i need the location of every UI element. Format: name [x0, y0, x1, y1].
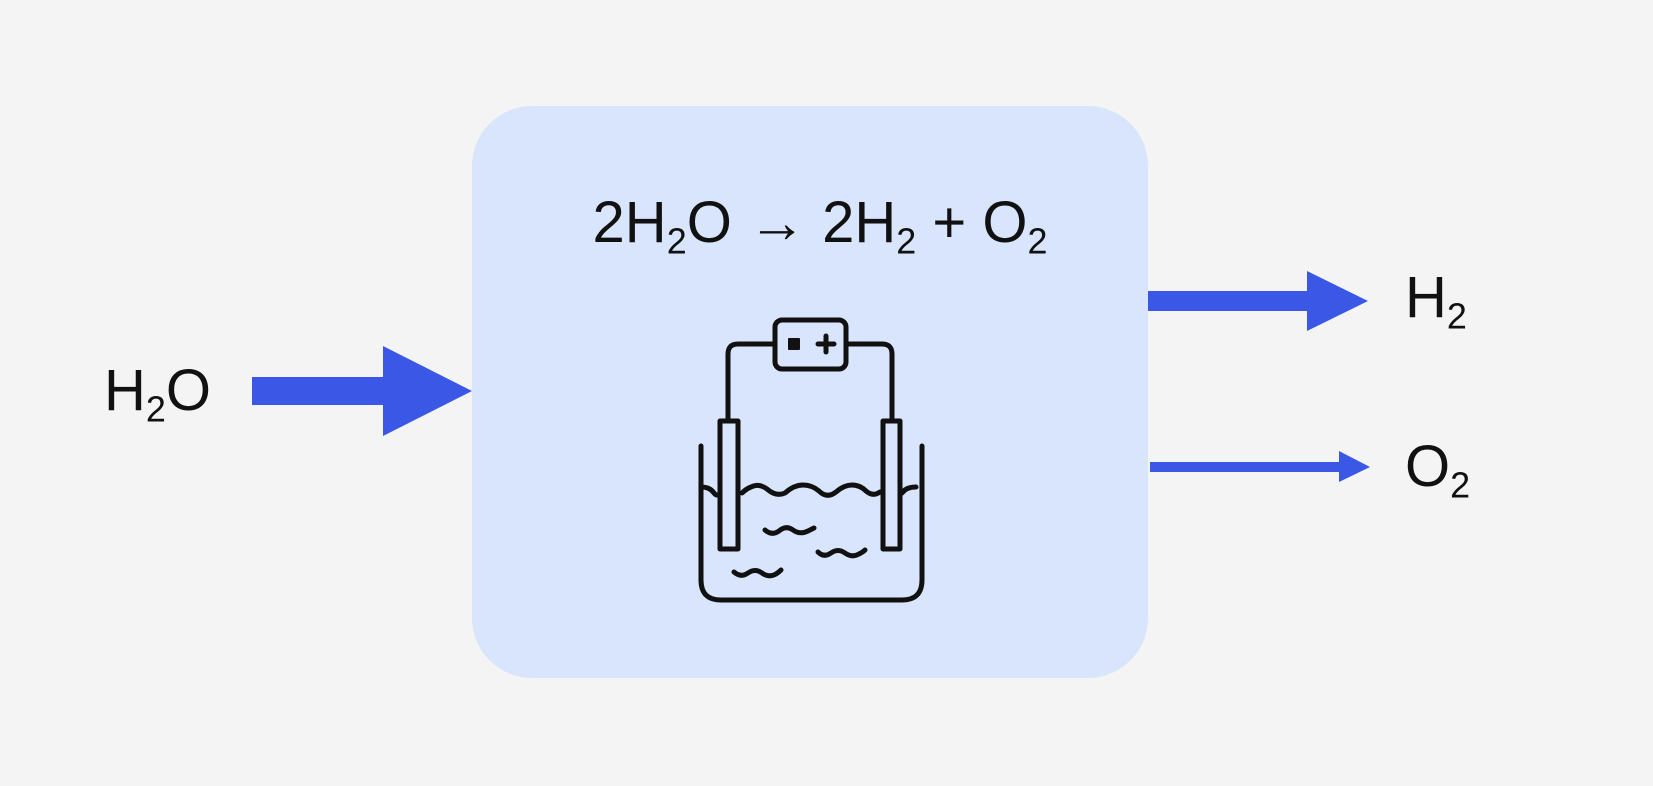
input-arrow	[252, 346, 472, 436]
lhs-element-o: O	[686, 190, 732, 255]
rhs2-element-o: O	[982, 190, 1028, 255]
water-surface-middle	[739, 482, 883, 498]
rhs1-coefficient: 2	[822, 190, 855, 255]
output-species-hydrogen: H2	[1405, 263, 1467, 334]
bubble-wave-3	[731, 567, 784, 579]
right-electrode	[880, 418, 903, 552]
output-hydrogen-subscript: 2	[1446, 295, 1467, 337]
rhs2-subscript: 2	[1027, 220, 1048, 262]
battery-negative-terminal	[788, 338, 800, 350]
reaction-arrow: →	[747, 190, 806, 255]
bubble-wave-1	[762, 525, 817, 536]
lhs-element-h: H	[624, 190, 667, 255]
output-oxygen-element: O	[1405, 434, 1451, 499]
output-species-oxygen: O2	[1405, 432, 1470, 503]
output-arrow-oxygen	[1150, 451, 1370, 482]
input-species-label: H2O	[104, 356, 212, 427]
reaction-equation: 2H2O → 2H2 + O2	[560, 188, 1080, 259]
left-wire	[725, 341, 778, 423]
input-element-h: H	[104, 358, 146, 423]
output-oxygen-subscript: 2	[1450, 464, 1471, 506]
water-surface-right	[899, 484, 919, 496]
left-electrode	[717, 418, 741, 552]
input-subscript: 2	[145, 388, 166, 430]
rhs1-element-h: H	[854, 190, 897, 255]
bubble-wave-2	[815, 547, 868, 559]
container-outline	[698, 443, 925, 603]
electrolysis-cell-icon	[698, 317, 925, 603]
process-box	[472, 106, 1148, 678]
lhs-subscript: 2	[666, 220, 687, 262]
water-surface-left	[698, 484, 723, 498]
right-wire	[843, 341, 895, 423]
lhs-coefficient: 2	[592, 190, 625, 255]
plus-sign: +	[932, 190, 967, 255]
input-element-o: O	[165, 358, 212, 423]
output-hydrogen-element: H	[1405, 265, 1447, 330]
rhs1-subscript: 2	[896, 220, 917, 262]
output-arrow-hydrogen	[1148, 271, 1368, 331]
